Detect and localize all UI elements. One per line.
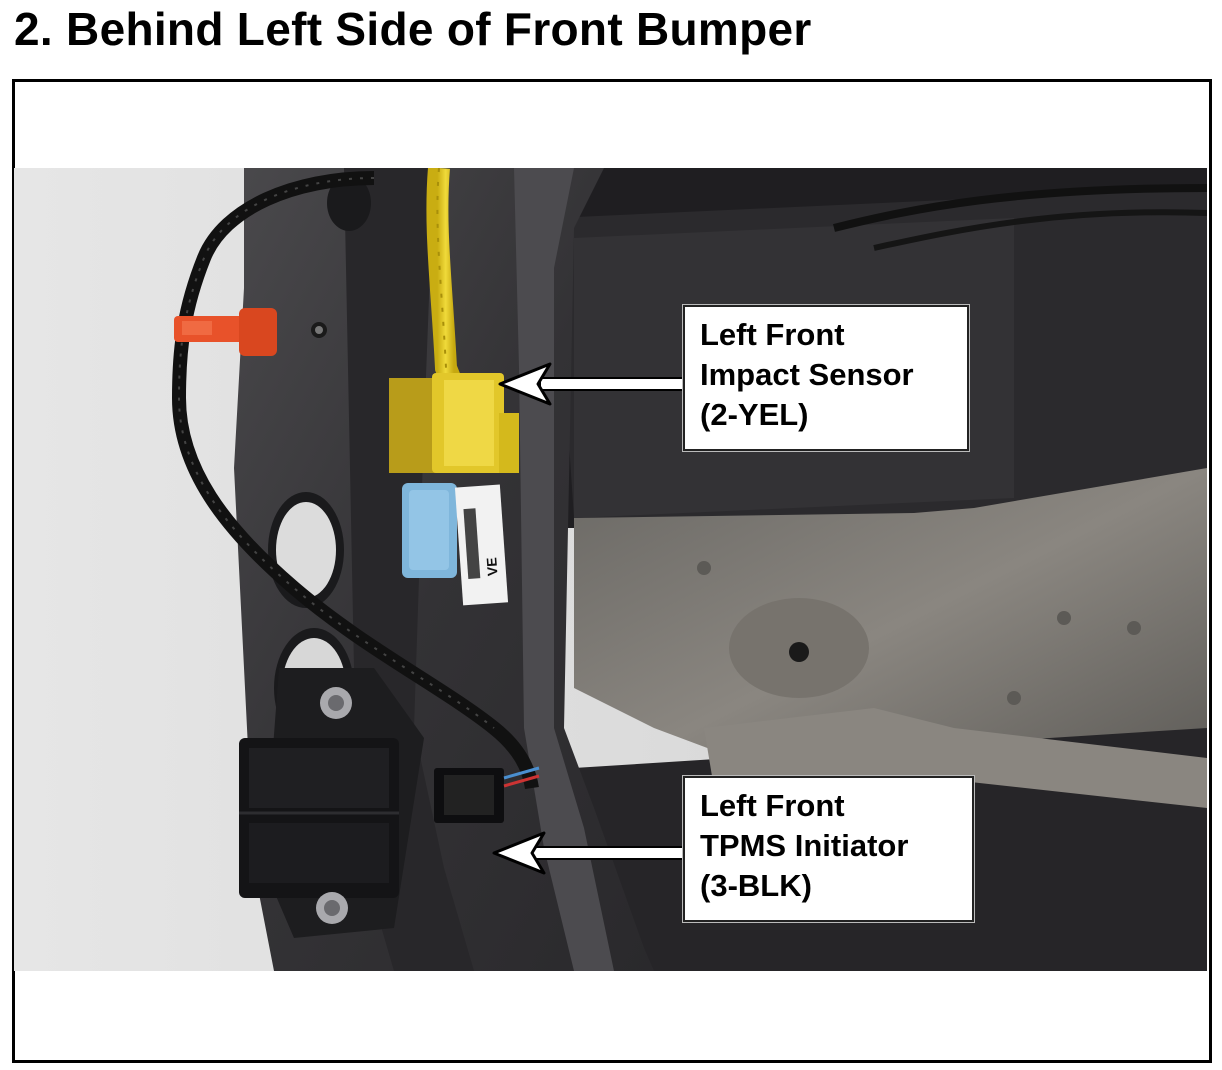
sensor-label-text: VE: [483, 557, 500, 577]
impact-sensor-callout: Left Front Impact Sensor (2-YEL): [683, 305, 969, 451]
sensor-label: VE: [454, 484, 509, 606]
callout-line: Left Front: [700, 788, 845, 823]
callout-line: Impact Sensor: [700, 357, 914, 392]
callout-line: (2-YEL): [700, 397, 809, 432]
page-title: 2. Behind Left Side of Front Bumper: [14, 3, 812, 55]
orange-clip: [174, 308, 277, 356]
callout-line: TPMS Initiator: [700, 828, 909, 863]
impact-sensor-arrow: [498, 362, 686, 406]
tpms-initiator: [239, 668, 504, 938]
tpms-initiator-callout: Left Front TPMS Initiator (3-BLK): [683, 776, 974, 922]
impact-sensor-connector: [389, 373, 519, 473]
callout-line: (3-BLK): [700, 868, 812, 903]
tpms-initiator-arrow: [492, 831, 686, 875]
callout-line: Left Front: [700, 317, 845, 352]
